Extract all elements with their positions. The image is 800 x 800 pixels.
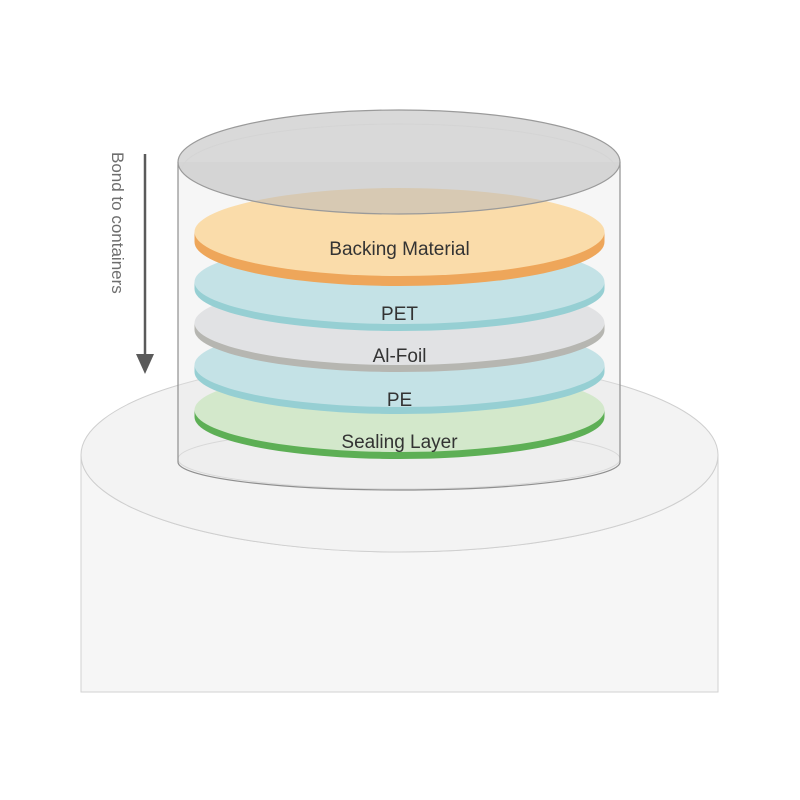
bond-direction-arrow <box>136 154 154 374</box>
cap-cylinder-front <box>177 109 621 491</box>
cylinder-bottom-rim <box>177 461 621 491</box>
layer-stack: Sealing Layer PE Al-Foil PET Backing Materia… <box>194 188 605 459</box>
layer-label-backing-material: Backing Material <box>329 239 469 260</box>
layer-label-pe: PE <box>387 390 412 411</box>
cylinder-top <box>177 109 621 215</box>
layer-label-sealing-layer: Sealing Layer <box>341 432 458 453</box>
layer-top-backing-material <box>194 188 605 276</box>
layer-label-al-foil: Al-Foil <box>373 346 427 367</box>
bond-direction-label: Bond to containers <box>108 152 127 294</box>
arrow-head <box>136 354 154 374</box>
cylinder-top-inner-rim <box>181 123 617 171</box>
layer-label-pet: PET <box>381 304 418 325</box>
layer-backing-material: Backing Material <box>194 188 605 286</box>
